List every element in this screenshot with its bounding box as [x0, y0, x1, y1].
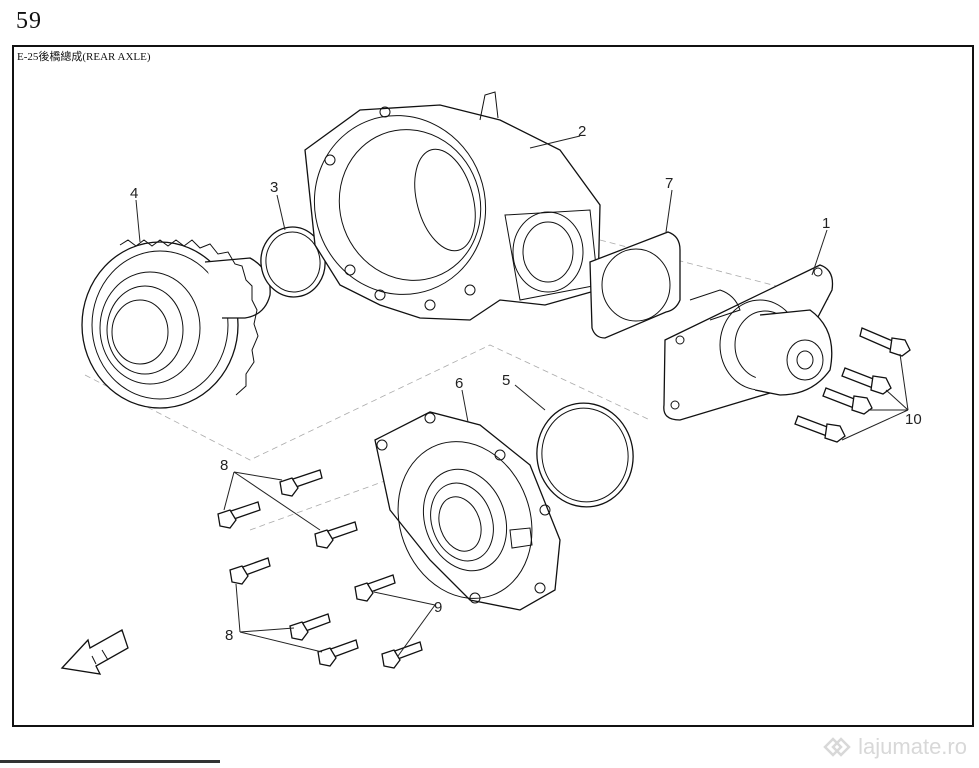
bolt: [279, 469, 323, 497]
leader-lines: [135, 135, 909, 657]
part-9-bolts: [354, 574, 423, 669]
part-2-axle-housing: [304, 91, 601, 321]
part-8-bolts: [217, 469, 359, 667]
bolt: [841, 367, 892, 395]
bolt: [822, 387, 873, 415]
watermark: lajumate.ro: [822, 734, 967, 760]
callout-3: 3: [270, 179, 278, 196]
diagram-frame: [12, 45, 974, 727]
callout-7: 7: [665, 175, 673, 192]
bolt: [317, 639, 359, 667]
guide-line: [84, 344, 651, 461]
bolt: [314, 521, 358, 549]
part-7-square-gasket: [589, 231, 681, 339]
bolt: [859, 327, 911, 357]
watermark-text: lajumate.ro: [858, 734, 967, 759]
callout-6: 6: [455, 375, 463, 392]
callout-4: 4: [130, 185, 138, 202]
bolt: [794, 415, 846, 443]
fwd-arrow-icon: [60, 629, 129, 675]
bolt: [217, 501, 261, 529]
callout-9: 9: [434, 599, 442, 616]
part-4-ring-gear: [81, 239, 271, 409]
callout-1: 1: [822, 215, 830, 232]
bolt: [229, 557, 271, 585]
bolt: [289, 613, 331, 641]
callout-8-bottom: 8: [225, 627, 233, 644]
part-6-cover: [374, 411, 561, 611]
callout-2: 2: [578, 123, 586, 140]
part-5-o-ring: [536, 402, 634, 508]
bolt: [354, 574, 396, 602]
page-number: 59: [16, 8, 42, 34]
part-10-bolts: [794, 327, 911, 443]
diagram-title: E-25後橋總成(REAR AXLE): [17, 51, 151, 63]
part-1-pinion-flange: [663, 264, 834, 421]
watermark-logo-icon: [823, 737, 851, 757]
callout-5: 5: [502, 372, 510, 389]
bolt: [381, 641, 423, 669]
callout-8-top: 8: [220, 457, 228, 474]
callout-10: 10: [905, 411, 922, 428]
scan-edge: [0, 760, 220, 763]
